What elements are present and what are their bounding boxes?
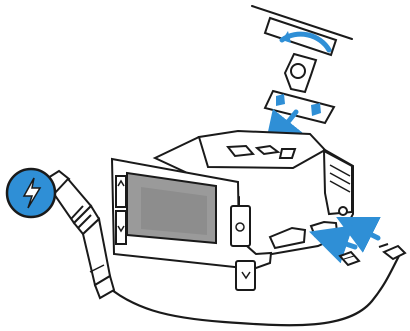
clip-right: [311, 103, 321, 116]
sd-card: [338, 250, 361, 267]
power-cable: [96, 243, 407, 327]
sd-card-detail: [343, 255, 355, 260]
up-button: [115, 175, 127, 208]
dc-plug-tip: [378, 243, 389, 248]
down-button: [115, 210, 127, 245]
mount-knob: [290, 63, 306, 79]
chevron-up-icon: [117, 179, 125, 187]
windshield-line: [251, 5, 353, 40]
power-button: [230, 205, 251, 247]
rotate-arrow-head: [282, 31, 291, 43]
top-button: [278, 148, 297, 159]
radar-detector-device: [110, 129, 354, 291]
left-buttons: [115, 175, 127, 245]
dc-plug: [382, 244, 407, 261]
clip-left: [276, 94, 285, 106]
menu-button: [235, 260, 256, 291]
chevron-down-icon: [117, 225, 125, 233]
vent-line-3: [329, 180, 351, 193]
lightning-bolt-icon: [5, 167, 57, 219]
memory-card-slot: [268, 226, 307, 250]
power-jack: [338, 206, 348, 216]
arrow-left-icon: [336, 217, 381, 253]
lightning-bolt-symbol: [22, 177, 42, 209]
plug-groove-2: [77, 214, 92, 229]
mount-bracket: [263, 89, 336, 125]
vent-line-2: [329, 172, 351, 185]
chevron-down-icon: [241, 271, 251, 280]
windshield-mount: [251, 5, 353, 125]
plug-neck: [81, 217, 112, 287]
top-tab: [254, 144, 281, 156]
display-inner: [141, 187, 207, 235]
plug-end: [93, 274, 116, 300]
top-slot: [226, 144, 256, 158]
cable-path: [96, 252, 402, 327]
arrow-left-icon-2: [309, 225, 358, 264]
right-buttons: [230, 205, 256, 291]
power-icon: [235, 222, 245, 232]
plug-strain-relief: [89, 264, 105, 273]
vent-line-1: [329, 164, 351, 177]
plug-groove-1: [70, 205, 84, 220]
